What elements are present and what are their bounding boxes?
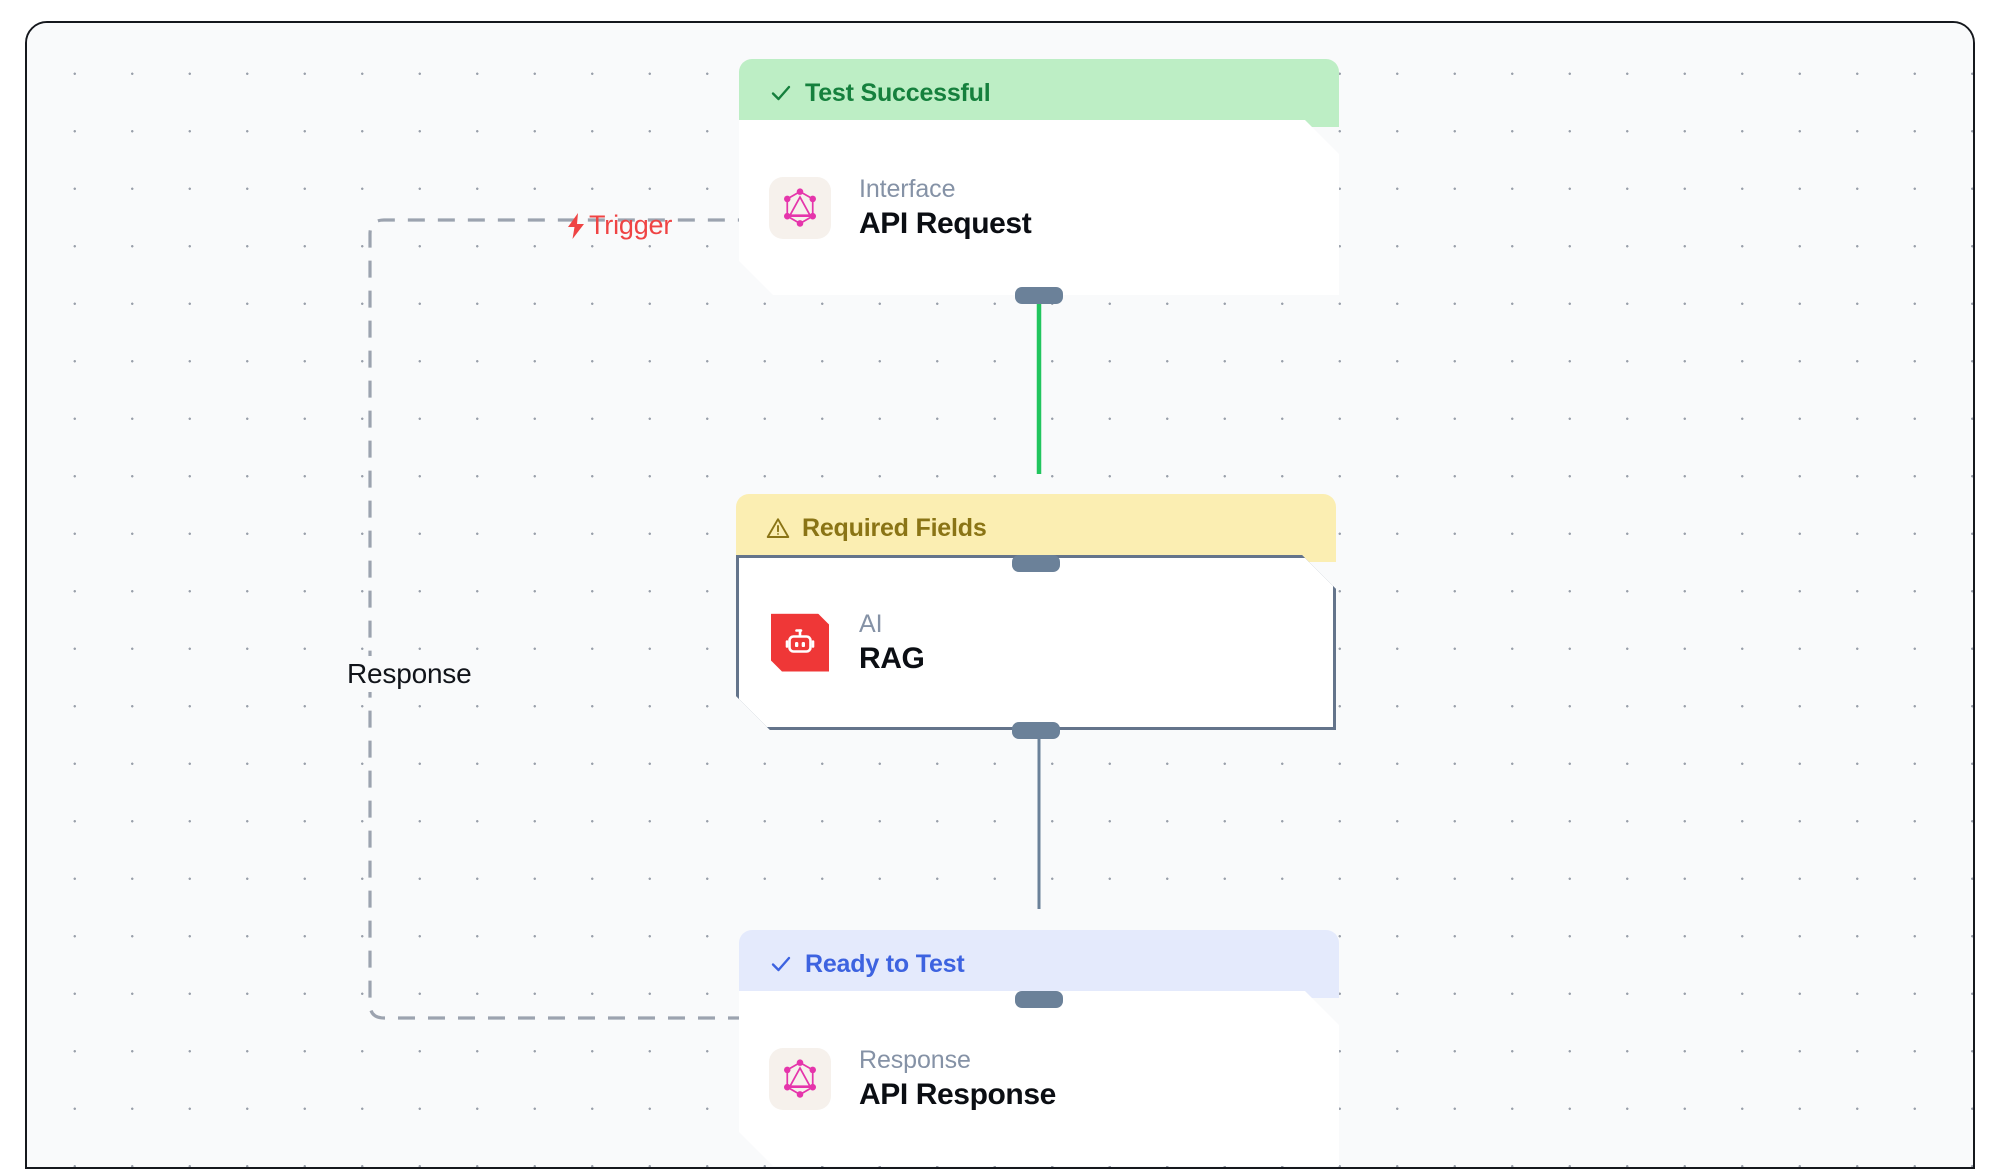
edge-label-response-text: Response [347, 658, 472, 689]
node-rag[interactable]: Required Fields [736, 494, 1336, 739]
graphql-icon [769, 177, 831, 239]
node-kind-label: Interface [859, 174, 956, 203]
handle-source-rag[interactable] [1012, 722, 1060, 739]
node-title-label: API Response [859, 1077, 1056, 1111]
edge-label-response: Response [340, 656, 479, 692]
status-badge-test-successful: Test Successful [739, 59, 1339, 127]
node-card-rag[interactable]: AI RAG [736, 555, 1336, 730]
status-badge-label: Ready to Test [805, 949, 965, 978]
node-kind-label: AI [859, 609, 883, 638]
status-badge-ready-to-test: Ready to Test [739, 930, 1339, 998]
node-title-label: RAG [859, 641, 925, 675]
handle-target-api-response[interactable] [1015, 991, 1063, 1008]
workflow-canvas-frame: Trigger Response Test Successful [25, 21, 1975, 1169]
node-api-response[interactable]: Ready to Test [739, 930, 1339, 1166]
status-badge-required-fields: Required Fields [736, 494, 1336, 562]
node-kind-label: Response [859, 1045, 971, 1074]
check-icon [769, 81, 793, 105]
handle-source-api-request[interactable] [1015, 287, 1063, 304]
edge-label-trigger: Trigger [566, 210, 672, 241]
lightning-bolt-icon [566, 212, 586, 239]
robot-icon [769, 612, 831, 674]
node-api-request[interactable]: Test Successful [739, 59, 1339, 304]
status-badge-label: Test Successful [805, 78, 991, 107]
graphql-icon [769, 1048, 831, 1110]
node-card-api-response[interactable]: Response API Response [739, 991, 1339, 1166]
handle-target-rag[interactable] [1012, 555, 1060, 572]
status-badge-label: Required Fields [802, 513, 987, 542]
check-icon [769, 952, 793, 976]
node-card-api-request[interactable]: Interface API Request [739, 120, 1339, 295]
edge-label-trigger-text: Trigger [589, 210, 673, 240]
warning-triangle-icon [766, 516, 790, 540]
node-title-label: API Request [859, 206, 1032, 240]
